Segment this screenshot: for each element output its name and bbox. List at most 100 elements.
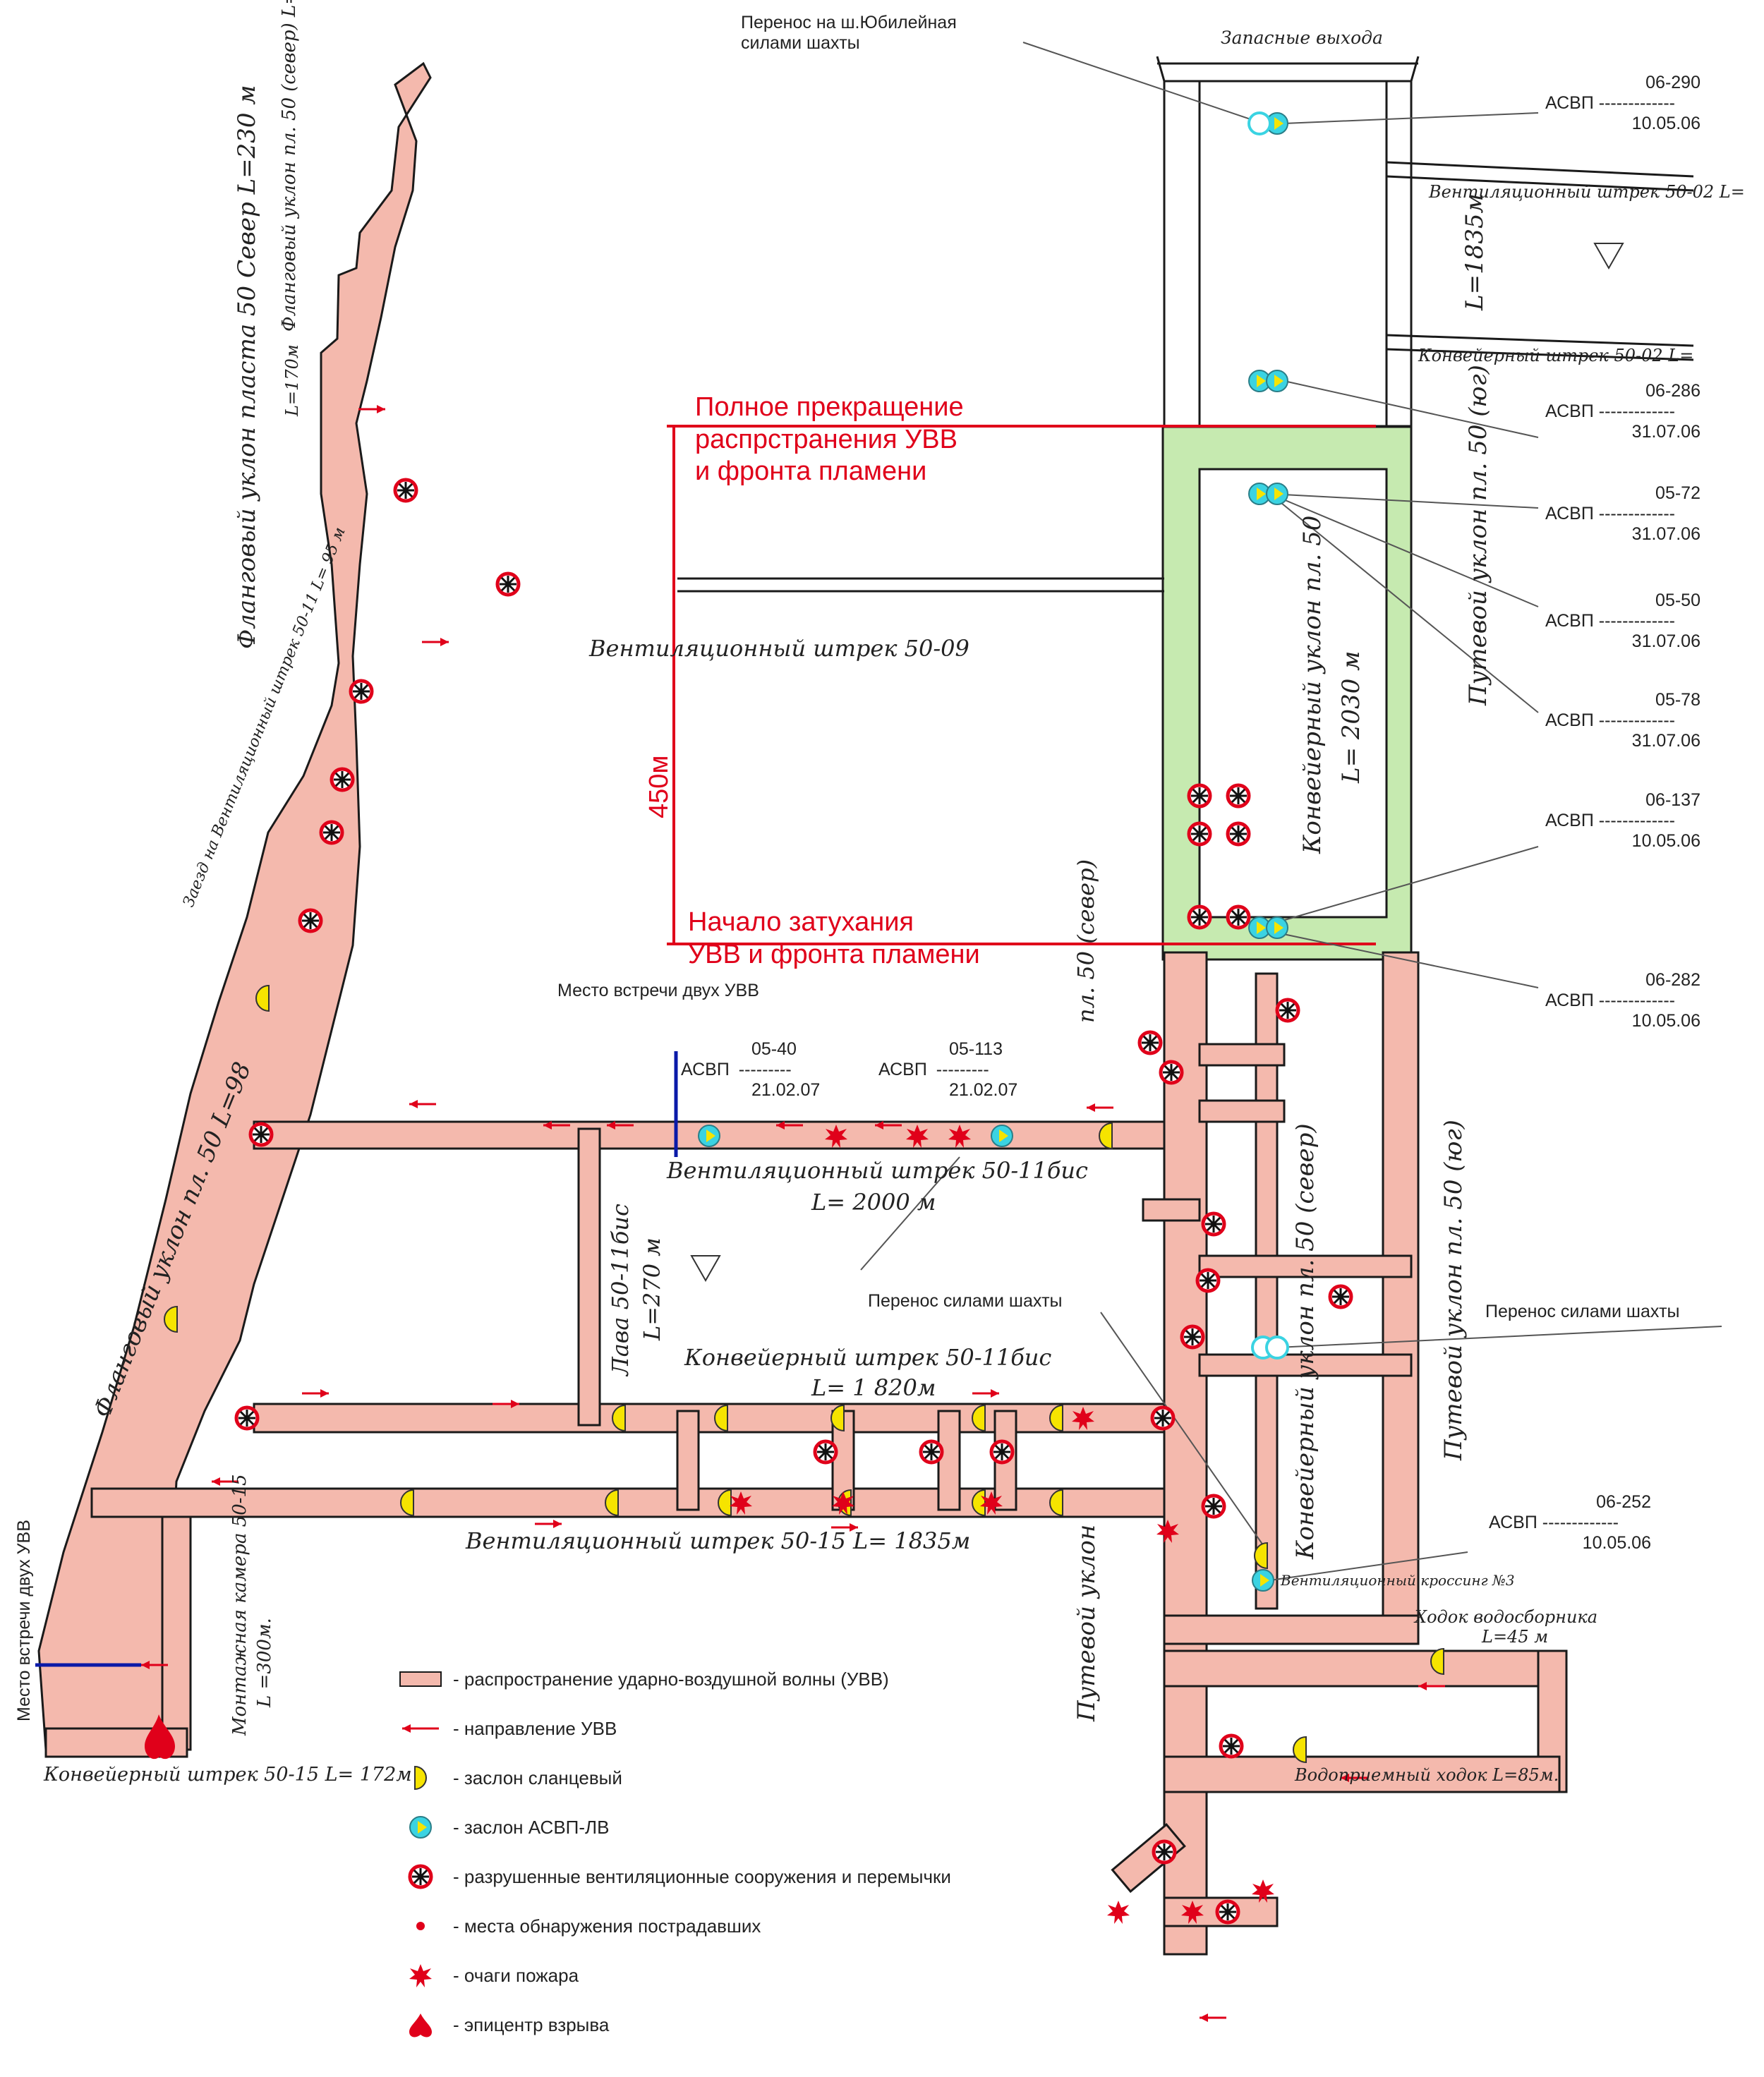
transfer-top-line1: Перенос на ш.Юбилейная	[741, 13, 957, 32]
destroyed-structure	[1197, 1270, 1219, 1291]
legend-row: - направление УВВ	[395, 1713, 617, 1744]
conv-50-15-label: Конвейерный штрек 50-15 L= 172м	[44, 1764, 412, 1786]
uvv-band	[37, 61, 1568, 1956]
destroyed-structure	[1330, 1286, 1351, 1307]
lava-label: Лава 50-11бис	[607, 1204, 634, 1376]
conv-slope-50-label: Конвейерный уклон пл. 50	[1298, 515, 1327, 854]
vent-50-11bis-length: L= 2000 м	[811, 1189, 936, 1216]
legend-text: - места обнаружения пострадавших	[453, 1915, 761, 1937]
leader-lines	[860, 42, 1722, 1581]
vent-50-15-label: Вентиляционный штрек 50-15 L= 1835м	[466, 1527, 971, 1554]
asvp-date: 10.05.06	[1631, 830, 1700, 851]
legend-row: - распространение ударно-воздушной волны…	[395, 1664, 889, 1695]
track-slope-label: Путевой уклон	[1073, 1524, 1101, 1721]
flank-50-sever-b-label: Фланговый уклон пласта 50 Север L=230 м	[233, 85, 261, 649]
asvp-barrier	[1266, 483, 1288, 505]
sump-drift-label: Ходок водосборника	[1415, 1607, 1598, 1627]
legend-row: - эпицентр взрыва	[395, 2009, 609, 2040]
asvp-label: АСВП -------------	[1545, 990, 1676, 1010]
asvp-id: 05-50	[1655, 591, 1700, 610]
spare-exits-label: Запасные выхода	[1221, 28, 1383, 48]
asvp-barrier	[1266, 370, 1288, 392]
destroyed-structure	[1217, 1901, 1238, 1922]
asvp-date: 10.05.06	[1582, 1532, 1651, 1553]
destroyed-structure	[1277, 1000, 1298, 1021]
asvp-date: 10.05.06	[1631, 113, 1700, 133]
victim-location-icon	[395, 1912, 446, 1940]
legend-text: - заслон сланцевый	[453, 1767, 622, 1788]
asvp-date: 21.02.07	[751, 1079, 821, 1100]
full-stop-label: Полное прекращение распрстранения УВВ и …	[695, 392, 964, 488]
destroyed-structure	[395, 480, 416, 501]
attenuation-line1: Начало затухания	[688, 907, 914, 937]
fire-icon	[395, 1961, 446, 1990]
asvp-id: 05-40	[751, 1039, 797, 1059]
legend-text: - заслон АСВП-ЛВ	[453, 1816, 610, 1838]
asvp-label: АСВП ---------	[681, 1059, 792, 1079]
transfer-top-line2: силами шахты	[741, 32, 860, 53]
asvp-barrier	[1266, 916, 1288, 939]
meeting-point-left-label: Место встречи двух УВВ	[14, 1520, 34, 1721]
asvp-date: 31.07.06	[1631, 523, 1700, 544]
legend-text: - разрушенные вентиляционные сооружения …	[453, 1865, 951, 1887]
asvp-block-06-290: 06-290 АСВП ------------- 10.05.06	[1545, 73, 1700, 133]
asvp-id: 05-113	[949, 1039, 1003, 1059]
asvp-id: 06-290	[1645, 73, 1700, 92]
attenuation-line2: УВВ и фронта пламени	[688, 939, 980, 969]
asvp-label: АСВП -------------	[1545, 92, 1676, 113]
legend-band-swatch	[395, 1665, 446, 1693]
asvp-label: АСВП ---------	[878, 1059, 989, 1079]
destroyed-structure	[1221, 1736, 1242, 1757]
destroyed-structure	[1182, 1326, 1203, 1348]
full-stop-line3: и фронта пламени	[695, 456, 927, 487]
red-dimension	[667, 425, 1376, 945]
asvp-block-05-50: 05-50 АСВП ------------- 31.07.06	[1545, 591, 1700, 651]
montazh-label: Монтажная камера 50-15	[229, 1474, 250, 1736]
destroyed-structure	[1189, 785, 1210, 806]
asvp-label: АСВП -------------	[1545, 610, 1676, 631]
asvp-block-05-40: 05-40 АСВП --------- 21.02.07	[681, 1039, 850, 1100]
asvp-label: АСВП -------------	[1545, 710, 1676, 730]
epicenter-icon	[395, 2011, 446, 2039]
pl50-sever-label: пл. 50 (север)	[1073, 859, 1099, 1023]
asvp-id: 06-286	[1645, 381, 1700, 401]
legend-row: - очаги пожара	[395, 1960, 579, 1991]
asvp-label: АСВП -------------	[1545, 503, 1676, 523]
asvp-block-05-72: 05-72 АСВП ------------- 31.07.06	[1545, 483, 1700, 544]
legend-text: - очаги пожара	[453, 1964, 579, 1986]
conv-slope-length: L= 2030 м	[1337, 650, 1365, 783]
asvp-date: 31.07.06	[1631, 421, 1700, 442]
destroyed-structure	[1161, 1062, 1182, 1083]
asvp-label: АСВП -------------	[1545, 810, 1676, 830]
asvp-id: 06-137	[1645, 790, 1700, 810]
asvp-id: 05-72	[1655, 483, 1700, 503]
sump-drift-length: L=45 м	[1482, 1627, 1549, 1647]
asvp-block-05-113: 05-113 АСВП --------- 21.02.07	[878, 1039, 1048, 1100]
flank-l170-label: L=170м	[282, 344, 302, 416]
asvp-barrier	[1248, 111, 1271, 135]
destroyed-structure	[300, 910, 321, 931]
distance-label: 450м	[644, 755, 674, 818]
asvp-block-06-286: 06-286 АСВП ------------- 31.07.06	[1545, 381, 1700, 442]
destroyed-structure	[321, 822, 342, 843]
destroyed-structure-icon	[395, 1863, 446, 1891]
asvp-id: 06-252	[1596, 1492, 1651, 1512]
destroyed-structure	[815, 1441, 836, 1463]
destroyed-structure	[497, 574, 519, 595]
compass-marks	[690, 243, 1624, 1283]
asvp-id: 06-282	[1645, 970, 1700, 990]
vent-50-02-label: Вентиляционный штрек 50-02 L=	[1429, 182, 1745, 202]
asvp-block-06-282: 06-282 АСВП ------------- 10.05.06	[1545, 970, 1700, 1031]
meeting-point-label: Место встречи двух УВВ	[557, 981, 759, 1000]
vent-50-09-label: Вентиляционный штрек 50-09	[589, 635, 969, 662]
vent-50-11bis-label: Вентиляционный штрек 50-11бис	[667, 1157, 1088, 1184]
destroyed-structure	[1140, 1032, 1161, 1053]
track-slope-yug-top-label: Путевой уклон пл. 50 (юг)	[1464, 365, 1492, 706]
lava-length: L=270 м	[639, 1237, 665, 1340]
asvp-block-05-78: 05-78 АСВП ------------- 31.07.06	[1545, 690, 1700, 751]
legend-row: - места обнаружения пострадавших	[395, 1911, 761, 1942]
asvp-label: АСВП -------------	[1545, 401, 1676, 421]
montazh-length: L =300м.	[254, 1618, 275, 1707]
track-slope-length: L=1835м	[1461, 193, 1489, 310]
